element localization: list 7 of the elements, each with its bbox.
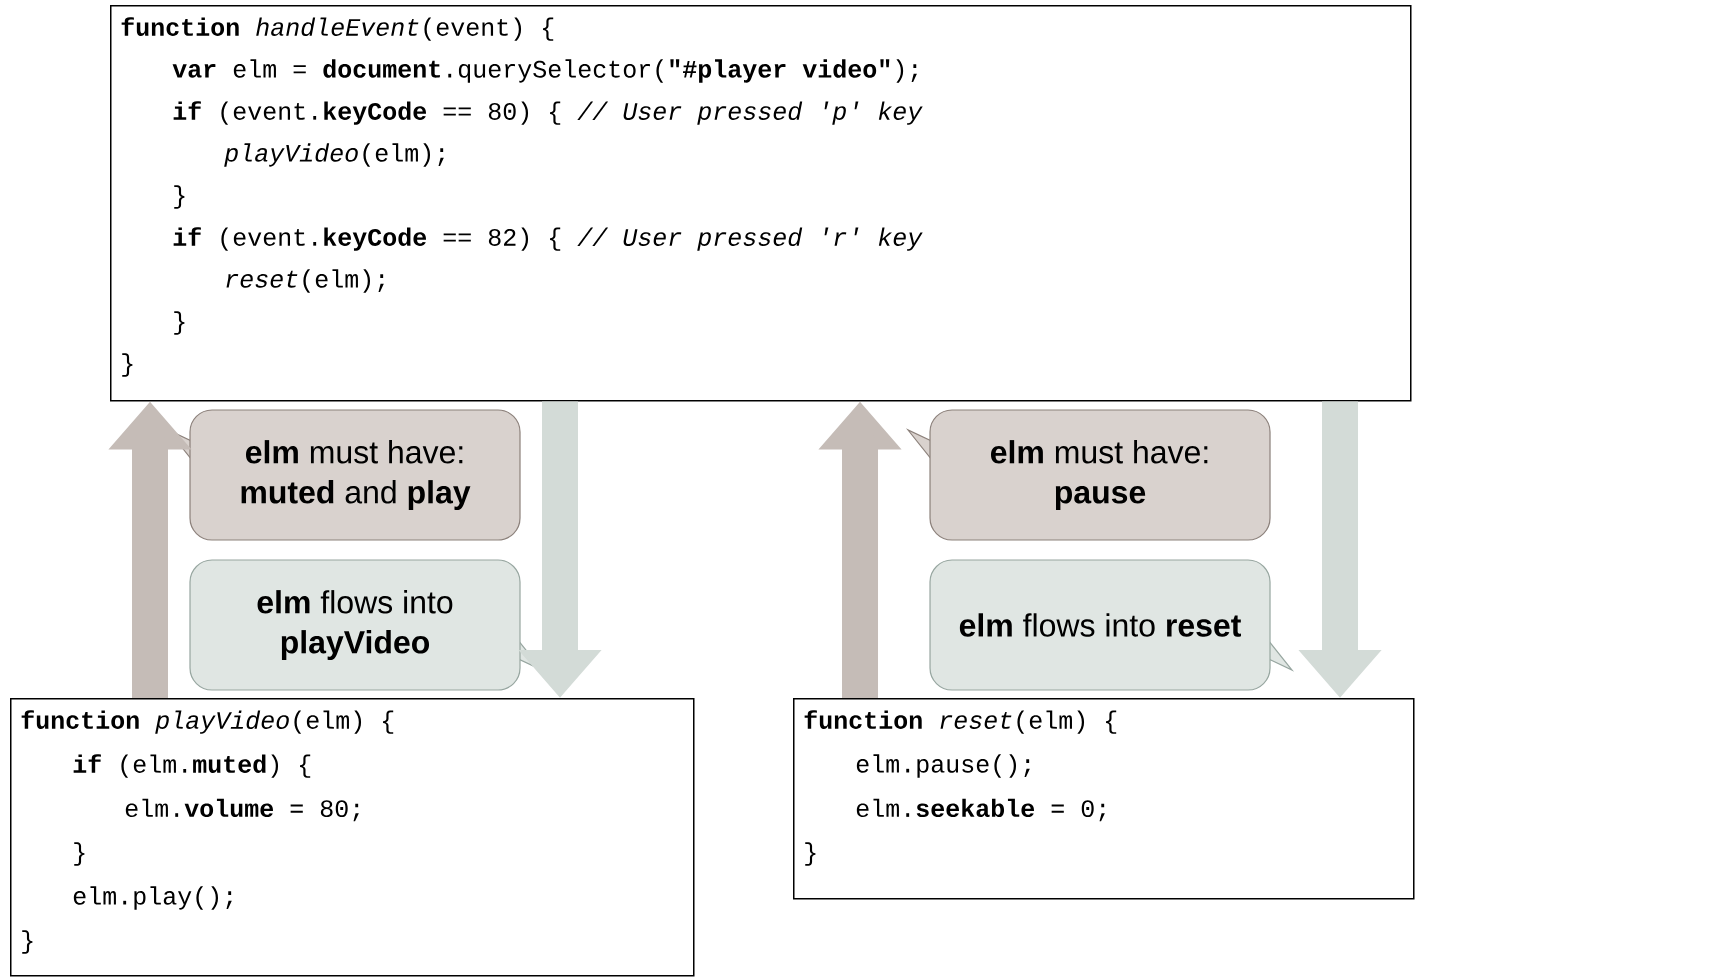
speech-callout: elm flows into playVideo [189, 559, 545, 691]
speech-callout: elm must have: pause [905, 409, 1271, 541]
code-box: function playVideo(elm) { if (elm.muted) { elm.volume = 80; } elm.play(); } [10, 698, 695, 977]
speech-callout: elm must have: muted and play [165, 409, 521, 541]
code-box: function handleEvent(event) { var elm = document.querySelector("#player video"); if (event.keyCode == 80) { // User pressed 'p' key playVideo(elm); } if (event.keyCode == 82) { // User pressed 'r' key reset(elm); } } [110, 5, 1412, 402]
speech-callout: elm flows into reset [929, 559, 1295, 691]
code-box: function reset(elm) { elm.pause(); elm.seekable = 0; } [793, 698, 1415, 900]
